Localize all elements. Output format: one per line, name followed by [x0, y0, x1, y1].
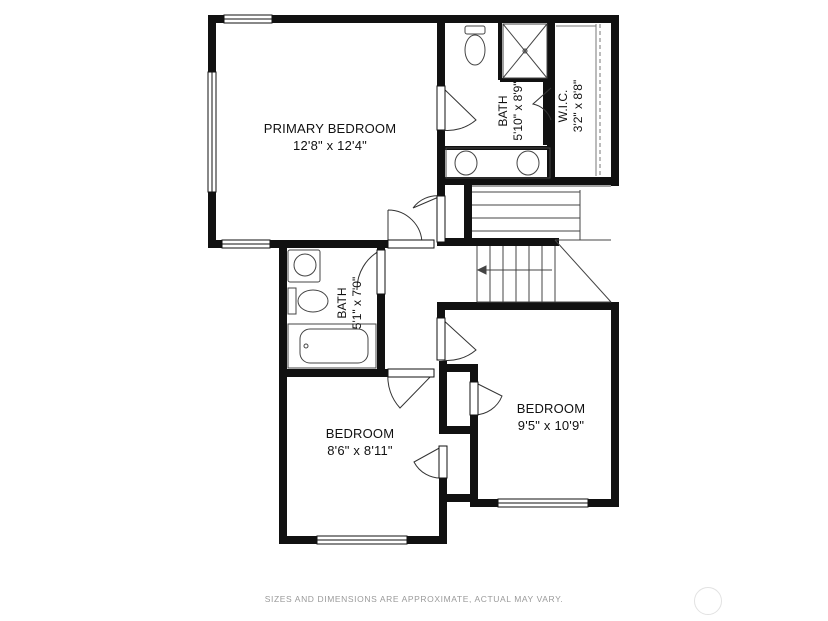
wic-name: W.I.C.	[556, 89, 570, 123]
stairs	[472, 185, 612, 303]
bath-1-dims: 5'10" x 8'9"	[511, 81, 525, 141]
bedroom-3-name: BEDROOM	[516, 401, 586, 416]
primary-bedroom-name: PRIMARY BEDROOM	[263, 121, 397, 136]
bedroom-3-label: BEDROOM 9'5" x 10'9"	[481, 400, 621, 434]
logo-icon	[694, 587, 722, 615]
bath-1-label: BATH 5'10" x 8'9"	[496, 61, 528, 161]
primary-bedroom-dims: 12'8" x 12'4"	[293, 138, 367, 153]
bath-2-label: BATH 5'1" x 7'0"	[335, 253, 367, 353]
bath-2-fixtures	[287, 249, 377, 369]
bath-2-dims: 5'1" x 7'0"	[350, 276, 364, 330]
bath-1-fixtures	[445, 23, 551, 179]
wic-dims: 3'2" x 8'8"	[571, 79, 585, 133]
disclaimer-text: SIZES AND DIMENSIONS ARE APPROXIMATE, AC…	[264, 594, 564, 604]
bedroom-2-dims: 8'6" x 8'11"	[327, 443, 393, 458]
primary-bedroom-label: PRIMARY BEDROOM 12'8" x 12'4"	[240, 120, 420, 154]
wic-shelving	[556, 24, 601, 176]
bedroom-3-dims: 9'5" x 10'9"	[517, 418, 585, 433]
bath-2-name: BATH	[335, 287, 349, 319]
door-jambs	[376, 85, 479, 479]
windows	[207, 14, 589, 545]
bath-1-name: BATH	[496, 95, 510, 127]
bedroom-2-label: BEDROOM 8'6" x 8'11"	[290, 425, 430, 459]
bedroom-2-name: BEDROOM	[325, 426, 395, 441]
wic-label: W.I.C. 3'2" x 8'8"	[556, 56, 588, 156]
